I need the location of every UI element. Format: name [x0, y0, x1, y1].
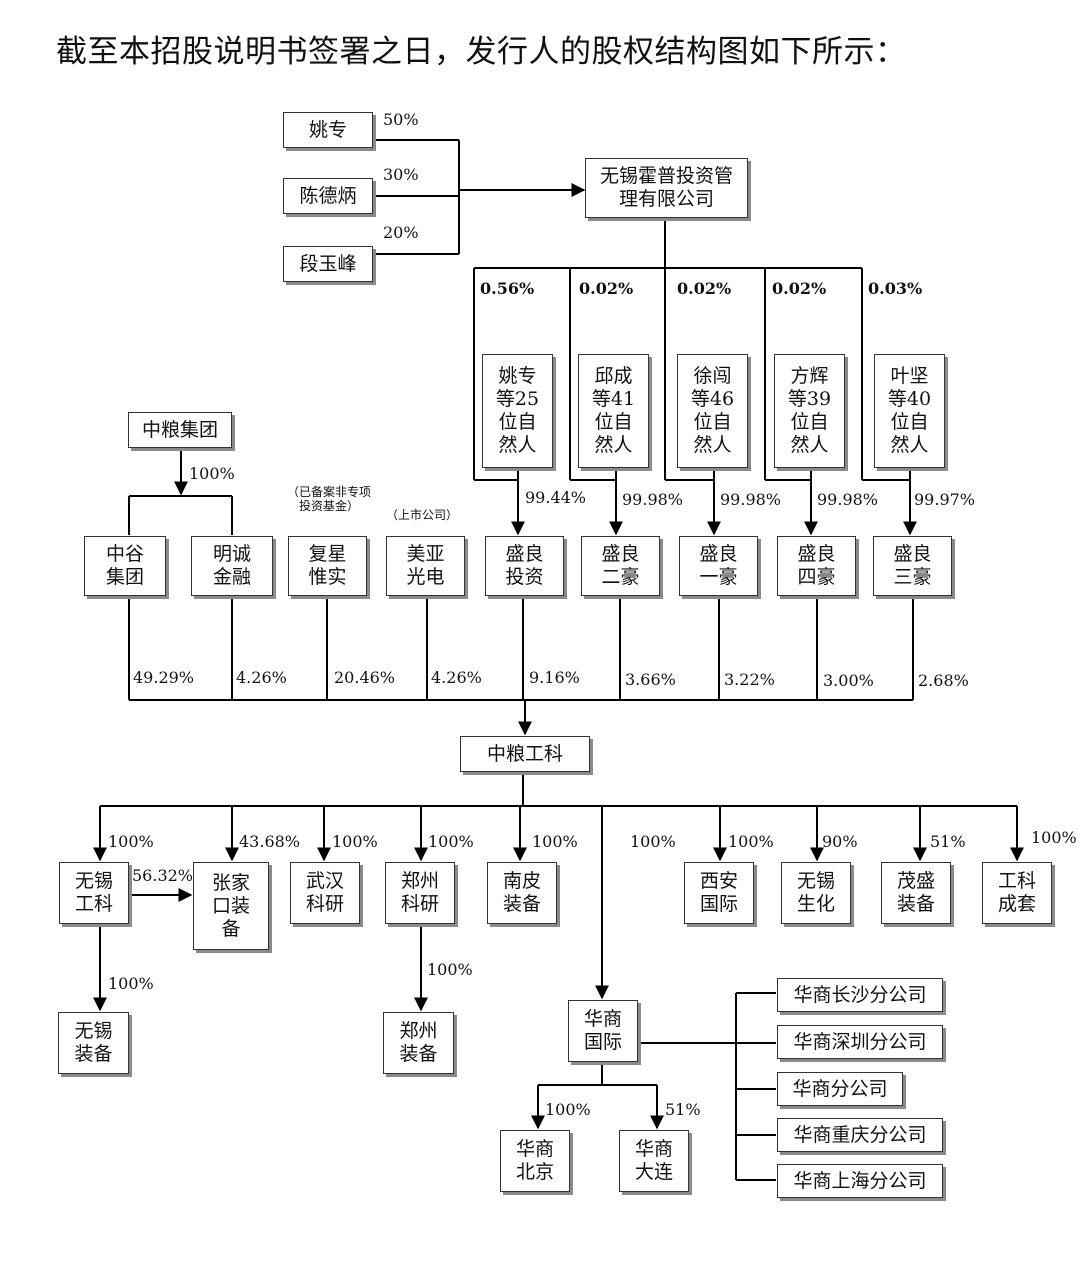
- node-hs-shenzhen: 华商深圳分公司: [777, 1025, 943, 1059]
- pct-gongke-chengtao: 100%: [1031, 828, 1077, 847]
- node-zhengzhou-zhuangbei: 郑州装备: [383, 1012, 454, 1074]
- note-meiya: （上市公司）: [386, 508, 459, 522]
- node-zhongliang-group: 中粮集团: [128, 412, 232, 448]
- node-mingcheng: 明诚金融: [191, 536, 273, 596]
- node-fuxing: 复星惟实: [288, 536, 367, 596]
- note-fuxing: （已备案非专项投资基金）: [286, 485, 371, 513]
- pct-wuhan: 100%: [332, 832, 378, 851]
- node-sl-sihao: 盛良四豪: [777, 536, 856, 596]
- pct-zhengzhou-keyan: 100%: [428, 832, 474, 851]
- pct-mingcheng: 4.26%: [236, 668, 287, 687]
- node-wuxi-zhuangbei: 无锡装备: [58, 1012, 129, 1074]
- pct-zhangjiakou: 43.68%: [239, 832, 301, 851]
- node-zhengzhou-keyan: 郑州科研: [385, 862, 455, 924]
- node-maosheng: 茂盛装备: [881, 862, 951, 924]
- pct-sl-erhao-owner: 99.98%: [622, 490, 684, 509]
- node-zhonggu: 中谷集团: [84, 536, 166, 596]
- node-hs-fen: 华商分公司: [777, 1072, 903, 1106]
- pct-meiya: 4.26%: [431, 668, 482, 687]
- pct-sl-touzi-owner: 99.44%: [525, 488, 587, 507]
- pct-group-4: 0.02%: [772, 279, 827, 298]
- pct-zhongliang-group: 100%: [189, 464, 235, 483]
- pct-wuxi-zhuangbei: 100%: [108, 974, 154, 993]
- node-hs-shanghai: 华商上海分公司: [777, 1164, 943, 1198]
- node-sl-touzi: 盛良投资: [485, 536, 564, 596]
- pct-sl-erhao: 3.66%: [625, 670, 676, 689]
- pct-hs-beijing: 100%: [545, 1100, 591, 1119]
- pct-wuxi-gongke: 100%: [108, 832, 154, 851]
- pct-zhonggu: 49.29%: [133, 668, 195, 687]
- node-hs-beijing: 华商北京: [500, 1130, 570, 1192]
- pct-wuxi-shenghua: 90%: [822, 832, 858, 851]
- pct-sl-sanhao: 2.68%: [918, 671, 969, 690]
- node-meiya: 美亚光电: [386, 536, 465, 596]
- pct-fuxing: 20.46%: [334, 668, 396, 687]
- node-group-yejian: 叶坚等40位自然人: [874, 354, 945, 468]
- node-zhongliang-gongke: 中粮工科: [460, 736, 590, 772]
- node-wuxi-gongke: 无锡工科: [59, 862, 129, 924]
- pct-sl-sihao-owner: 99.98%: [817, 490, 879, 509]
- pct-hs-dalian: 51%: [665, 1100, 701, 1119]
- node-wuxi-huopu: 无锡霍普投资管理有限公司: [585, 158, 748, 218]
- pct-huashang: 100%: [630, 832, 676, 851]
- page-title: 截至本招股说明书签署之日，发行人的股权结构图如下所示：: [56, 34, 907, 70]
- pct-zhangjiakou-wuxi: 56.32%: [132, 866, 194, 885]
- node-chen-debing: 陈德炳: [283, 178, 373, 214]
- pct-zhengzhou-zhuangbei: 100%: [427, 960, 473, 979]
- node-group-qiucheng: 邱成等41位自然人: [578, 354, 649, 468]
- node-huashang: 华商国际: [568, 1000, 638, 1062]
- node-xian: 西安国际: [684, 862, 754, 924]
- node-zhangjiakou: 张家口装备: [193, 862, 269, 950]
- pct-sl-yihao: 3.22%: [724, 670, 775, 689]
- node-wuhan: 武汉科研: [290, 862, 360, 924]
- node-group-yaozhuan: 姚专等25位自然人: [482, 354, 553, 468]
- pct-sl-yihao-owner: 99.98%: [720, 490, 782, 509]
- pct-group-5: 0.03%: [868, 279, 923, 298]
- node-gongke-chengtao: 工科成套: [982, 862, 1052, 924]
- pct-chen-debing: 30%: [383, 165, 419, 184]
- node-hs-dalian: 华商大连: [619, 1130, 689, 1192]
- node-sl-erhao: 盛良二豪: [581, 536, 660, 596]
- pct-sl-sanhao-owner: 99.97%: [914, 490, 976, 509]
- node-hs-chongqing: 华商重庆分公司: [777, 1118, 943, 1152]
- pct-maosheng: 51%: [930, 832, 966, 851]
- pct-sl-touzi: 9.16%: [529, 668, 580, 687]
- pct-xian: 100%: [728, 832, 774, 851]
- pct-group-2: 0.02%: [579, 279, 634, 298]
- pct-group-3: 0.02%: [677, 279, 732, 298]
- node-group-fanghui: 方辉等39位自然人: [774, 354, 845, 468]
- pct-group-1: 0.56%: [480, 279, 535, 298]
- node-group-xuchuang: 徐闯等46位自然人: [677, 354, 748, 468]
- node-duan-yufeng: 段玉峰: [283, 246, 373, 282]
- node-sl-sanhao: 盛良三豪: [873, 536, 952, 596]
- node-nanpi: 南皮装备: [487, 862, 557, 924]
- node-hs-changsha: 华商长沙分公司: [777, 978, 943, 1012]
- pct-duan-yufeng: 20%: [383, 223, 419, 242]
- node-wuxi-shenghua: 无锡生化: [781, 862, 851, 924]
- pct-nanpi: 100%: [532, 832, 578, 851]
- node-yao-zhuan: 姚专: [283, 112, 373, 148]
- node-sl-yihao: 盛良一豪: [679, 536, 758, 596]
- pct-yao-zhuan: 50%: [383, 110, 419, 129]
- pct-sl-sihao: 3.00%: [823, 671, 874, 690]
